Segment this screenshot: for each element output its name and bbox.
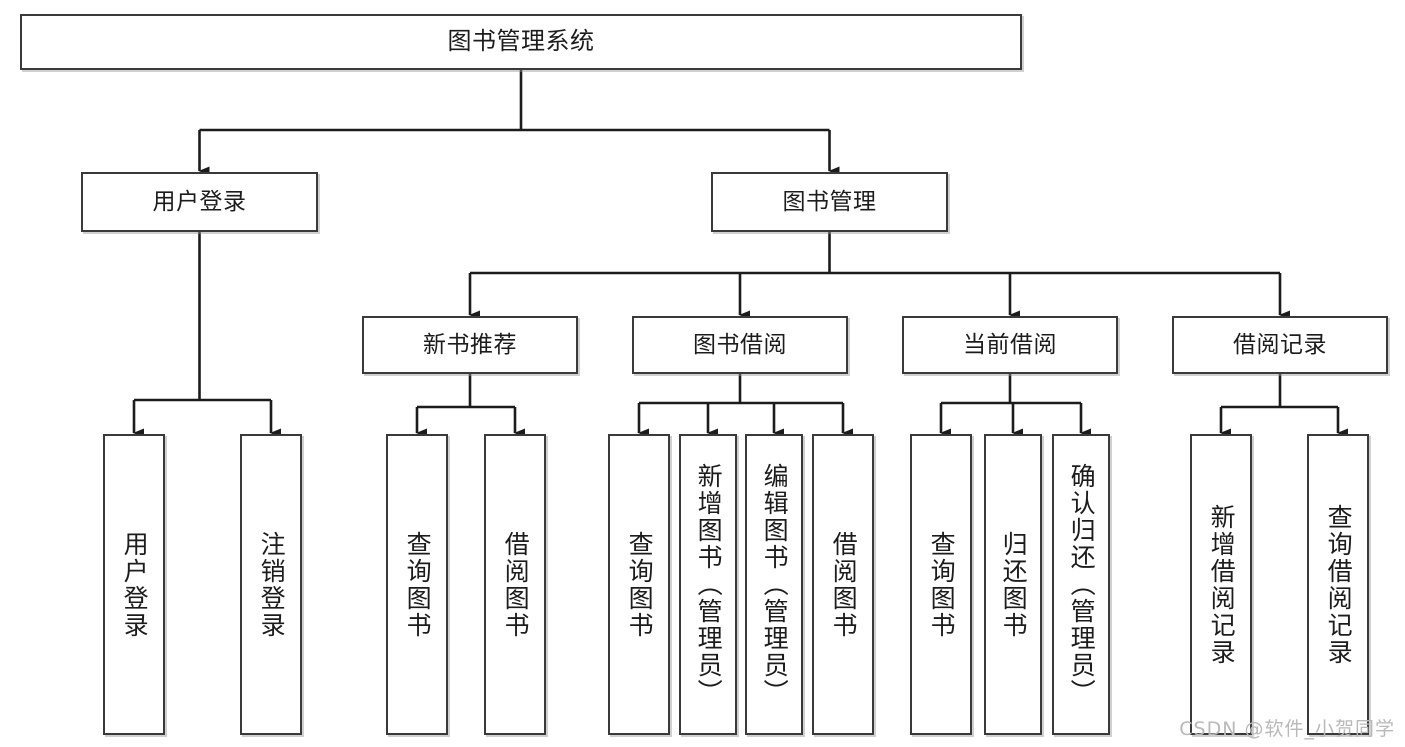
node-label-leaf_cb_return: 归还图书 — [999, 530, 1029, 639]
node-label-cur_borrow: 当前借阅 — [963, 331, 1057, 358]
node-leaf_bb_add[interactable]: 新增图书（管理员） — [679, 434, 737, 735]
node-leaf_bb_borrow[interactable]: 借阅图书 — [812, 434, 874, 735]
node-leaf_br_query[interactable]: 查询借阅记录 — [1307, 434, 1369, 735]
node-leaf_user_login[interactable]: 用户登录 — [103, 434, 165, 735]
node-root[interactable]: 图书管理系统 — [20, 14, 1022, 70]
node-book_manage[interactable]: 图书管理 — [711, 172, 948, 232]
node-label-book_manage: 图书管理 — [782, 188, 877, 215]
node-label-user_login: 用户登录 — [152, 188, 247, 215]
node-leaf_bb_edit[interactable]: 编辑图书（管理员） — [745, 434, 803, 735]
node-label-leaf_br_add: 新增借阅记录 — [1207, 503, 1237, 666]
node-label-root: 图书管理系统 — [447, 27, 595, 56]
node-new_book_rec[interactable]: 新书推荐 — [362, 316, 578, 374]
node-leaf_bb_query[interactable]: 查询图书 — [608, 434, 670, 735]
node-leaf_rec_query[interactable]: 查询图书 — [386, 434, 448, 735]
node-borrow_record[interactable]: 借阅记录 — [1172, 316, 1388, 374]
node-label-new_book_rec: 新书推荐 — [423, 331, 517, 358]
node-book_borrow[interactable]: 图书借阅 — [632, 316, 848, 374]
node-label-leaf_bb_edit: 编辑图书（管理员） — [760, 463, 790, 706]
node-label-leaf_user_logout: 注销登录 — [257, 530, 287, 639]
node-leaf_br_add[interactable]: 新增借阅记录 — [1190, 434, 1252, 735]
node-leaf_cb_query[interactable]: 查询图书 — [910, 434, 972, 735]
node-leaf_user_logout[interactable]: 注销登录 — [240, 434, 302, 735]
node-label-leaf_rec_query: 查询图书 — [403, 530, 433, 639]
node-leaf_cb_confirm[interactable]: 确认归还（管理员） — [1052, 434, 1110, 735]
node-label-leaf_user_login: 用户登录 — [120, 530, 150, 639]
node-label-leaf_bb_add: 新增图书（管理员） — [694, 463, 724, 706]
node-label-leaf_cb_confirm: 确认归还（管理员） — [1067, 463, 1097, 706]
node-label-leaf_br_query: 查询借阅记录 — [1324, 503, 1354, 666]
node-leaf_cb_return[interactable]: 归还图书 — [984, 434, 1042, 735]
node-label-leaf_rec_borrow: 借阅图书 — [501, 530, 531, 639]
node-leaf_rec_borrow[interactable]: 借阅图书 — [484, 434, 546, 735]
node-label-book_borrow: 图书借阅 — [693, 331, 787, 358]
node-label-borrow_record: 借阅记录 — [1233, 331, 1327, 358]
watermark-text: CSDN @软件_小贺同学 — [1179, 718, 1395, 740]
node-label-leaf_cb_query: 查询图书 — [927, 530, 957, 639]
node-user_login[interactable]: 用户登录 — [81, 172, 318, 232]
node-label-leaf_bb_borrow: 借阅图书 — [829, 530, 859, 639]
node-cur_borrow[interactable]: 当前借阅 — [902, 316, 1118, 374]
node-label-leaf_bb_query: 查询图书 — [625, 530, 655, 639]
